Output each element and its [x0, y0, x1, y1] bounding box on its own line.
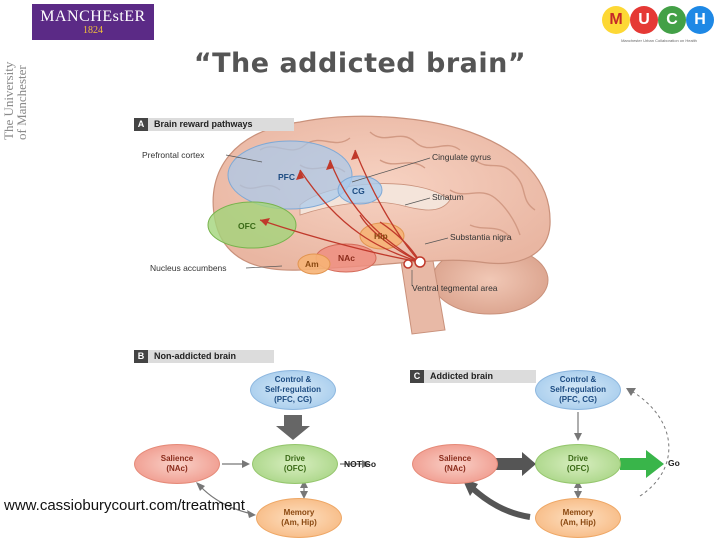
- much-logo: M U C H Manchester Urban Collaboration o…: [600, 4, 718, 50]
- node-line: (NAc): [166, 464, 188, 473]
- node-line: Salience: [438, 454, 472, 463]
- panel-c-salience-node: Salience (NAc): [412, 444, 498, 484]
- much-tagline: Manchester Urban Collaboration on Health: [621, 38, 697, 43]
- label-striatum: Striatum: [432, 192, 464, 202]
- region-nac: NAc: [338, 253, 356, 263]
- panel-b-control-node: Control & Self-regulation (PFC, CG): [250, 370, 336, 410]
- region-hip: Hip: [374, 231, 388, 241]
- much-letter-h: H: [686, 6, 714, 34]
- region-ofc: OFC: [238, 221, 256, 231]
- node-line: Control &: [274, 375, 312, 384]
- label-cingulate-gyrus: Cingulate gyrus: [432, 152, 492, 162]
- node-line: Memory: [283, 508, 315, 517]
- label-ventral-tegmental-area: Ventral tegmental area: [412, 283, 498, 293]
- node-line: Memory: [562, 508, 594, 517]
- logo-year: 1824: [83, 25, 103, 36]
- much-letter-m: M: [602, 6, 630, 34]
- panel-a-header: A Brain reward pathways: [134, 118, 294, 131]
- panel-b-header: B Non-addicted brain: [134, 350, 274, 363]
- node-line: Drive: [567, 454, 588, 463]
- label-nucleus-accumbens: Nucleus accumbens: [150, 263, 227, 273]
- panel-b-memory-node: Memory (Am, Hip): [256, 498, 342, 538]
- panel-b-outcome: NOT Go: [344, 459, 377, 469]
- node-line: Drive: [284, 454, 305, 463]
- university-of-manchester-logo: MANCHEstER 1824: [32, 4, 154, 40]
- ofc-region: [207, 201, 297, 249]
- node-line: (PFC, CG): [559, 395, 597, 404]
- panel-c-header: C Addicted brain: [410, 370, 536, 383]
- pfc-region: [227, 140, 353, 210]
- panel-c-drive-node: Drive (OFC): [535, 444, 621, 484]
- node-line: Self-regulation: [549, 385, 606, 394]
- panel-b-letter: B: [134, 350, 148, 363]
- node-line: (OFC): [283, 464, 307, 473]
- much-letter-c: C: [658, 6, 686, 34]
- source-url: www.cassioburycourt.com/treatment: [4, 496, 245, 516]
- panel-b-heading: Non-addicted brain: [154, 351, 237, 361]
- node-line: (Am, Hip): [560, 518, 596, 527]
- panel-b-salience-node: Salience (NAc): [134, 444, 220, 484]
- substantia-nigra-dot: [414, 256, 426, 268]
- much-letter-u: U: [630, 6, 658, 34]
- node-line: Self-regulation: [264, 385, 321, 394]
- node-line: Salience: [160, 454, 194, 463]
- region-pfc: PFC: [278, 172, 295, 182]
- panel-b-arrows: [196, 415, 370, 518]
- node-line: (Am, Hip): [281, 518, 317, 527]
- panel-a-letter: A: [134, 118, 148, 131]
- node-line: (NAc): [444, 464, 466, 473]
- node-line: (OFC): [566, 464, 590, 473]
- panel-c-control-node: Control & Self-regulation (PFC, CG): [535, 370, 621, 410]
- region-cg: CG: [352, 186, 365, 196]
- slide-title: “The addicted brain”: [193, 48, 527, 79]
- label-substantia-nigra: Substantia nigra: [450, 232, 512, 242]
- panel-c-letter: C: [410, 370, 424, 383]
- panel-b-drive-node: Drive (OFC): [252, 444, 338, 484]
- vta-dot: [403, 259, 413, 269]
- am-region: [297, 253, 331, 275]
- node-line: (PFC, CG): [274, 395, 312, 404]
- region-am: Am: [305, 259, 319, 269]
- panel-c-memory-node: Memory (Am, Hip): [535, 498, 621, 538]
- label-prefrontal-cortex: Prefrontal cortex: [142, 150, 205, 160]
- panel-a-heading: Brain reward pathways: [154, 119, 253, 129]
- logo-wordmark: MANCHEstER: [40, 8, 146, 25]
- panel-c-heading: Addicted brain: [430, 371, 494, 381]
- node-line: Control &: [559, 375, 597, 384]
- panel-c-outcome: Go: [668, 458, 680, 468]
